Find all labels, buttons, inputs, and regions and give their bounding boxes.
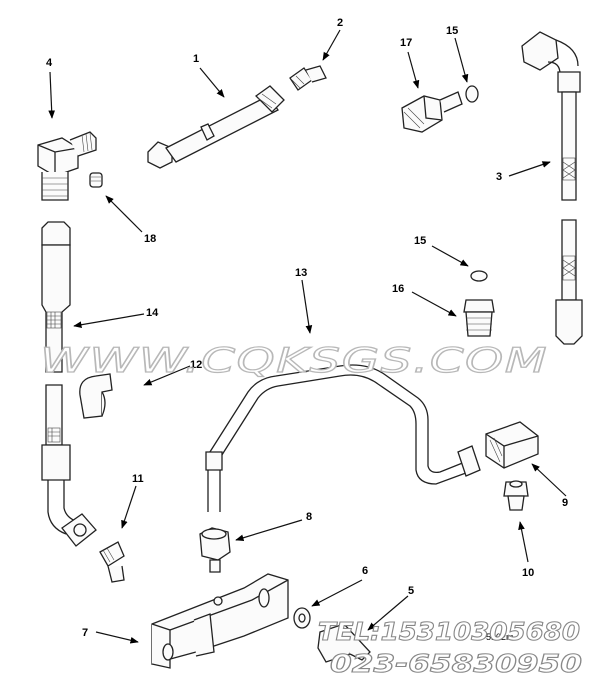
- o-ring-15-upper: [465, 85, 479, 103]
- callout-12: 12: [190, 359, 202, 371]
- callout-13: 13: [295, 267, 307, 279]
- callout-labels: 4 1 2 17 15 3 18 15 16 13 14 12 11 8 9 1…: [46, 17, 568, 639]
- callout-18: 18: [144, 233, 156, 245]
- elbow-adapter-11: [99, 541, 125, 583]
- nut-8: [199, 527, 231, 573]
- adapter-17: [401, 91, 463, 133]
- callout-1: 1: [193, 53, 199, 65]
- drawing-tag: 5102m: [486, 632, 514, 642]
- callout-10: 10: [522, 567, 534, 579]
- tube-13: [205, 364, 481, 512]
- adapter-16: [463, 299, 495, 337]
- watermark-site: WWW.CQKSGS.COM: [40, 341, 548, 381]
- callout-2: 2: [337, 17, 343, 29]
- callout-17: 17: [400, 37, 412, 49]
- leader-lines: [48, 29, 567, 644]
- elbow-fitting-4: [37, 131, 97, 201]
- hose-assembly-3: [521, 31, 583, 345]
- elbow-fitting-9: [485, 421, 539, 469]
- hose-assembly-14: [41, 221, 97, 547]
- callout-11: 11: [132, 473, 144, 485]
- connector-10: [503, 480, 529, 511]
- watermark-phone: 023-65830950: [330, 649, 582, 678]
- washer-6: [293, 607, 311, 629]
- o-ring-15-lower: [470, 270, 488, 282]
- bolt-5: [317, 623, 371, 663]
- callout-8: 8: [306, 511, 312, 523]
- elbow-2: [289, 65, 327, 91]
- callout-4: 4: [46, 57, 53, 69]
- bracket-7: [151, 573, 289, 669]
- clamp-12: [79, 373, 113, 419]
- callout-15-upper: 15: [446, 25, 458, 37]
- callout-3: 3: [496, 171, 502, 183]
- callout-5: 5: [408, 585, 414, 597]
- callout-7: 7: [82, 627, 88, 639]
- callout-16: 16: [392, 283, 404, 295]
- callout-14: 14: [146, 307, 159, 319]
- callout-9: 9: [562, 497, 568, 509]
- hose-1: [147, 85, 285, 169]
- callout-15-lower: 15: [414, 235, 426, 247]
- callout-6: 6: [362, 565, 368, 577]
- watermark-tel: TEL:15310305680: [318, 617, 580, 646]
- plug-18: [89, 172, 103, 188]
